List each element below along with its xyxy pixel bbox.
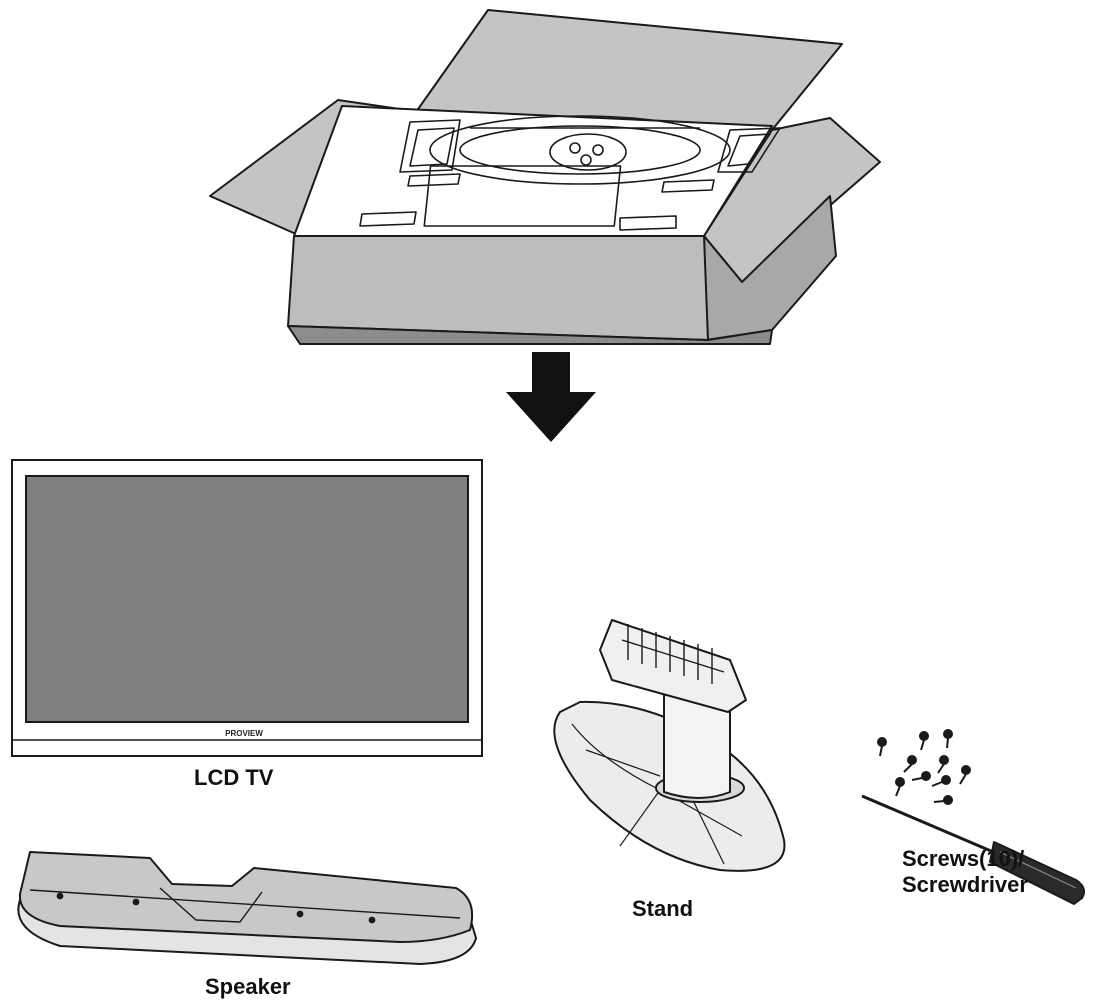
label-lcd-tv: LCD TV — [194, 765, 274, 790]
label-screwdriver: Screwdriver — [902, 872, 1028, 897]
down-arrow-icon — [506, 352, 596, 442]
screws-icon — [877, 729, 971, 805]
tray-stand-recess — [429, 115, 731, 185]
tv-brand-logo: PROVIEW — [225, 729, 263, 738]
speaker — [17, 851, 477, 965]
screwdriver-icon — [861, 794, 1085, 905]
label-screws-screwdriver: Screws(10)/ Screwdriver — [902, 846, 1092, 898]
tv-screen — [25, 475, 469, 723]
label-speaker: Speaker — [205, 974, 291, 999]
label-screws: Screws(10)/ — [902, 846, 1025, 871]
stand — [553, 619, 786, 872]
lcd-tv — [11, 459, 483, 757]
tray-screen-recess — [423, 165, 622, 227]
box-front-face — [287, 235, 709, 341]
stand-bracket — [599, 619, 747, 713]
box-bottom-strip — [287, 325, 773, 345]
speaker-body — [18, 851, 474, 943]
label-stand: Stand — [632, 896, 694, 921]
shipping-box — [209, 9, 881, 345]
